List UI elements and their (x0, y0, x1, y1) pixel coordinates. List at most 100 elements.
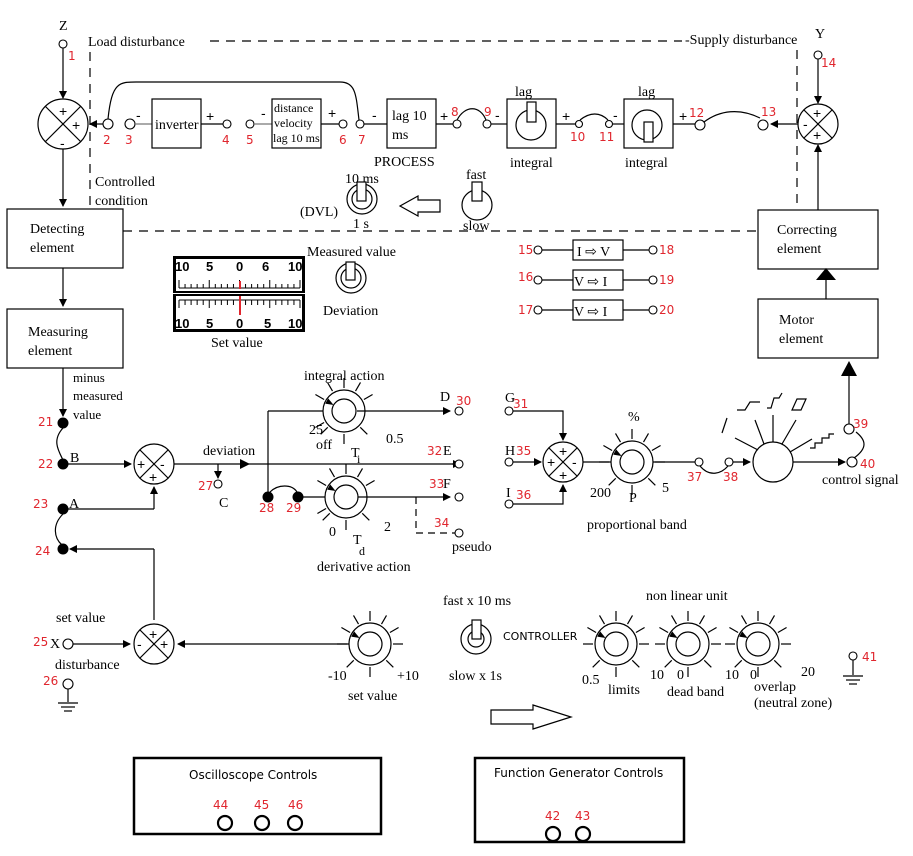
controller-speed-toggle-switch[interactable] (460, 619, 492, 655)
terminal-46[interactable] (286, 814, 304, 832)
terminal-30-d[interactable] (454, 406, 464, 416)
terminal-3[interactable] (124, 118, 136, 130)
terminal-22[interactable] (57, 458, 69, 470)
terminal-2[interactable] (102, 118, 114, 130)
terminal-19[interactable] (648, 275, 658, 285)
nonlinear-function-selector[interactable] (721, 392, 834, 483)
svg-text:-: - (60, 135, 65, 151)
overlap-knob[interactable] (725, 611, 791, 677)
meter-top-tick-label: 0 (236, 259, 243, 274)
dvl-switch-top-label: 10 ms (345, 172, 379, 187)
integral-05-label: 0.5 (386, 432, 404, 447)
overlap-label: overlap (754, 680, 796, 695)
right-arrow-icon (490, 704, 573, 730)
terminal-32-e[interactable] (454, 459, 464, 469)
summing-junction-deviation: + - + (133, 443, 175, 485)
terminal-8[interactable] (452, 119, 462, 129)
dead-band-knob[interactable] (655, 611, 721, 677)
patch-cable-23-24[interactable] (54, 513, 64, 546)
patch-cable-2-7[interactable] (107, 81, 360, 121)
meter-mode-toggle-switch[interactable] (335, 261, 367, 294)
summing-junction-setvalue: + - + (133, 623, 175, 665)
dvl-label-2: velocity (274, 116, 313, 130)
terminal-17[interactable] (533, 305, 543, 315)
pulse-function-icon (791, 398, 807, 411)
terminal-11[interactable] (604, 119, 614, 129)
terminal-27[interactable] (213, 479, 223, 489)
fast-slow-toggle-switch[interactable] (461, 181, 493, 221)
td-subscript: d (359, 544, 365, 558)
terminal-15[interactable] (533, 245, 543, 255)
terminal-24[interactable] (57, 543, 69, 555)
svg-text:+: + (813, 127, 821, 143)
terminal-44[interactable] (216, 814, 234, 832)
patch-cable-10-11[interactable] (579, 113, 609, 121)
dvl-toggle-switch[interactable] (346, 181, 378, 215)
terminal-23[interactable] (57, 503, 69, 515)
terminal-4[interactable] (222, 119, 232, 129)
set-value-meter-label: Set value (211, 336, 263, 351)
deviation-label: deviation (203, 444, 255, 459)
knob-tick (317, 479, 327, 487)
converter-v-to-i-2: 17 V ⇨ I 20 (518, 299, 674, 321)
correcting-label-2: element (777, 242, 821, 257)
knob-tick (659, 626, 669, 634)
patch-cable-37-38[interactable] (699, 465, 729, 474)
terminal-28[interactable] (262, 491, 274, 503)
terminal-number-40: 40 (860, 457, 875, 471)
knob-tick (587, 626, 597, 634)
terminal-18[interactable] (648, 245, 658, 255)
pb-p-label: P (629, 491, 637, 506)
terminal-37[interactable] (694, 457, 704, 467)
terminal-25[interactable] (62, 638, 74, 650)
terminal-38[interactable] (724, 457, 734, 467)
terminal-26[interactable] (62, 678, 74, 690)
v-to-i-label-1: V ⇨ I (574, 275, 608, 290)
knob-tick (320, 426, 329, 435)
terminal-6[interactable] (338, 119, 348, 129)
terminal-number-18: 18 (659, 243, 674, 257)
terminal-10[interactable] (574, 119, 584, 129)
patch-cable-8-9[interactable] (456, 108, 487, 121)
terminal-number-14: 14 (821, 56, 836, 70)
patch-cable-28-29[interactable] (269, 485, 298, 493)
knob-tick (359, 426, 368, 435)
knob-pointer-icon (739, 631, 748, 638)
terminal-9[interactable] (482, 119, 492, 129)
terminal-number-42: 42 (545, 809, 560, 823)
proportional-band-label: proportional band (587, 518, 687, 533)
terminal-12[interactable] (694, 119, 706, 131)
terminal-41[interactable] (848, 651, 858, 661)
terminal-16[interactable] (533, 275, 543, 285)
terminal-20[interactable] (648, 305, 658, 315)
terminal-43[interactable] (574, 825, 592, 843)
limits-knob[interactable] (583, 611, 649, 677)
integral-action-knob[interactable] (315, 378, 373, 444)
terminal-13[interactable] (757, 119, 769, 131)
terminal-21[interactable] (57, 417, 69, 429)
terminal-34-pseudo[interactable] (454, 528, 464, 538)
terminal-31[interactable] (504, 406, 514, 416)
patch-cable-12-13[interactable] (703, 111, 761, 123)
set-value-knob[interactable] (337, 611, 403, 677)
knob-tick (647, 477, 656, 486)
patch-cable-21-22[interactable] (56, 427, 64, 461)
terminal-35[interactable] (504, 457, 514, 467)
proportional-band-knob[interactable] (599, 429, 665, 495)
terminal-1[interactable] (58, 39, 68, 49)
terminal-42[interactable] (544, 825, 562, 843)
set-value-plus10-label: +10 (397, 669, 419, 684)
terminal-5[interactable] (245, 119, 255, 129)
terminal-33-f[interactable] (454, 492, 464, 502)
limits-10-label: 10 (650, 668, 664, 683)
terminal-number-44: 44 (213, 798, 228, 812)
meter-bottom-tick-label: 5 (206, 316, 213, 331)
terminal-40[interactable] (846, 456, 858, 468)
svg-text:+: + (149, 626, 157, 642)
lag10-label-1: lag 10 (392, 109, 427, 124)
terminal-45[interactable] (253, 814, 271, 832)
terminal-36[interactable] (504, 499, 514, 509)
terminal-7[interactable] (355, 119, 365, 129)
patch-cable-39-40[interactable] (853, 431, 865, 459)
measuring-label-2: element (28, 344, 72, 359)
